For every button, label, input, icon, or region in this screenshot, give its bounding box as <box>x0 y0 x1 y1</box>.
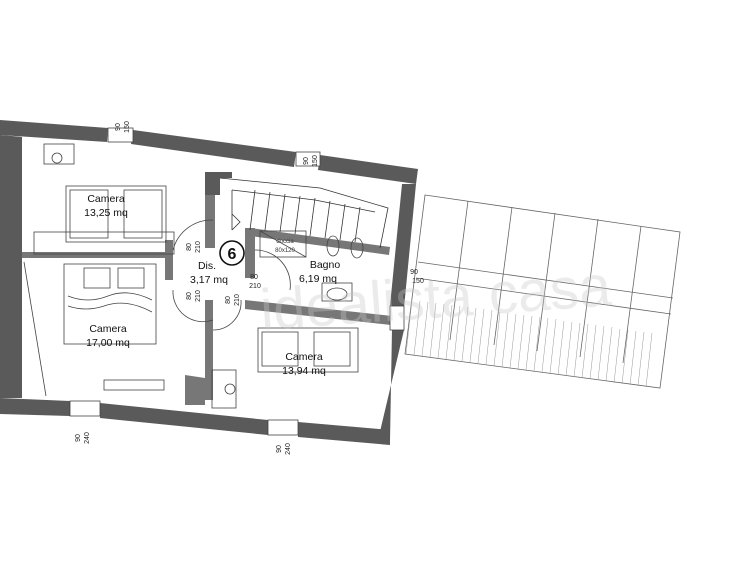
staircase <box>219 177 389 249</box>
room-area: 6,19 mq <box>299 273 337 285</box>
windows <box>69 127 405 436</box>
svg-text:210: 210 <box>234 294 241 306</box>
desk-room1 <box>43 143 75 165</box>
svg-text:150: 150 <box>312 155 319 167</box>
svg-text:80: 80 <box>225 296 232 304</box>
bed-room1 <box>33 185 175 255</box>
svg-text:90: 90 <box>303 157 310 165</box>
svg-text:240: 240 <box>84 432 91 444</box>
svg-text:210: 210 <box>195 290 202 302</box>
svg-text:240: 240 <box>285 443 292 455</box>
bed-room2 <box>23 261 165 397</box>
door-dimensions: 80 210 80 210 80 210 80 210 <box>186 241 261 306</box>
room-labels: Camera 13,25 mq Camera 17,00 mq Dis. 3,1… <box>84 193 340 377</box>
room-name: Camera <box>285 351 323 363</box>
bathroom-fixtures <box>259 230 364 302</box>
svg-text:doccia: doccia <box>276 239 294 245</box>
svg-text:90: 90 <box>410 269 418 276</box>
room-area: 3,17 mq <box>190 274 228 286</box>
svg-text:80: 80 <box>250 274 258 281</box>
door-swings <box>172 219 291 331</box>
room-name: Dis. <box>198 260 216 272</box>
bed-room3 <box>211 327 359 409</box>
outer-walls <box>0 120 418 445</box>
svg-text:80x120: 80x120 <box>275 248 295 254</box>
svg-text:90: 90 <box>115 123 122 131</box>
svg-text:150: 150 <box>412 278 424 285</box>
room-name: Bagno <box>310 259 341 271</box>
room-area: 13,94 mq <box>282 365 326 377</box>
svg-text:90: 90 <box>75 434 82 442</box>
svg-text:80: 80 <box>186 292 193 300</box>
room-area: 13,25 mq <box>84 207 128 219</box>
room-name: Camera <box>87 193 125 205</box>
shower-label: doccia 80x120 <box>275 239 295 254</box>
plan-number: 6 <box>228 246 237 263</box>
room-name: Camera <box>89 323 127 335</box>
interior-walls <box>22 195 392 405</box>
svg-text:210: 210 <box>249 283 261 290</box>
svg-text:150: 150 <box>124 121 131 133</box>
plan-number-marker: 6 <box>219 240 245 266</box>
svg-text:80: 80 <box>186 243 193 251</box>
window-dimensions: 90 150 90 150 90 150 90 240 90 240 <box>75 121 424 455</box>
svg-text:210: 210 <box>195 241 202 253</box>
terrace <box>404 194 681 389</box>
room-area: 17,00 mq <box>86 337 130 349</box>
svg-text:90: 90 <box>276 445 283 453</box>
